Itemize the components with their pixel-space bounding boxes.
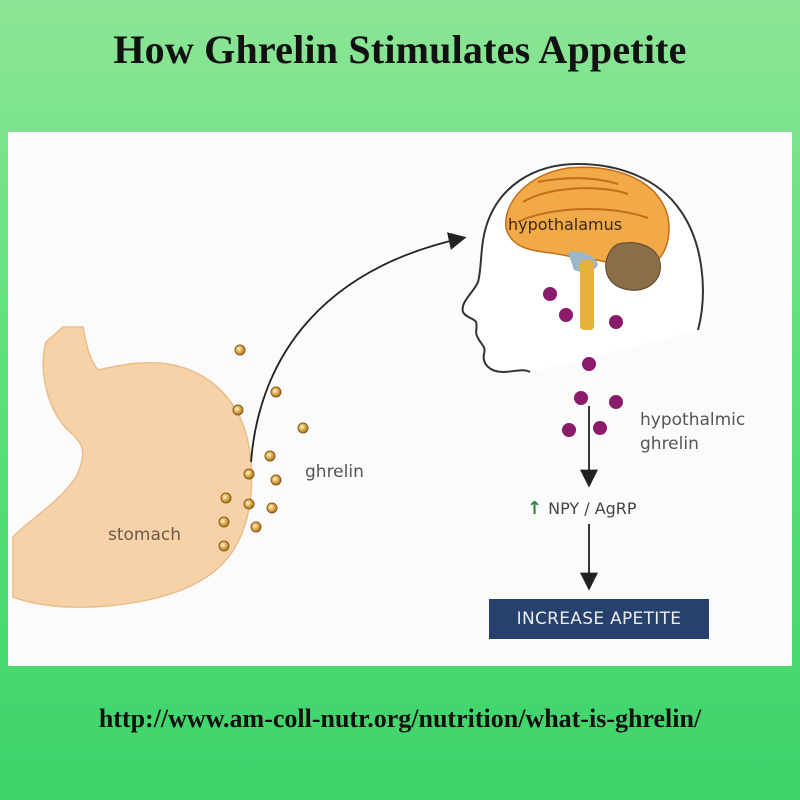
ghrelin-dot <box>243 498 255 510</box>
ghrelin-dot <box>218 540 230 552</box>
page-title: How Ghrelin Stimulates Appetite <box>113 27 687 72</box>
ghrelin-dot <box>243 468 255 480</box>
ghrelin-dot <box>250 521 262 533</box>
stomach-label: stomach <box>108 525 182 545</box>
diagram-canvas <box>12 162 704 608</box>
hypothalamus-label: hypothalamus <box>508 215 623 234</box>
ghrelin-dot <box>218 516 230 528</box>
ghrelin-dots <box>218 344 309 552</box>
ghrelin-dot <box>264 450 276 462</box>
ghrelin-dot <box>270 474 282 486</box>
ghrelin-dot <box>234 344 246 356</box>
npy-agrp-label: ↑ NPY / AgRP <box>527 498 637 519</box>
stomach-shape <box>12 326 253 608</box>
hypothalamic-dot <box>574 391 588 405</box>
hypothalamic-dot <box>562 423 576 437</box>
ghrelin-dot <box>232 404 244 416</box>
hypothalamic-ghrelin-label: hypothalmic ghrelin <box>640 408 745 456</box>
hypothalamic-dot <box>543 287 557 301</box>
increase-appetite-box: INCREASE APETITE <box>489 599 709 639</box>
ghrelin-dot <box>270 386 282 398</box>
hypothalamic-dot <box>559 308 573 322</box>
hypothalamic-ghrelin-label-line2: ghrelin <box>640 434 699 454</box>
circulation-arrow <box>250 232 467 463</box>
ghrelin-dot <box>220 492 232 504</box>
diagram-panel: hypothalamus stomach ghrelin hypothalmic… <box>8 132 792 666</box>
hypothalamic-dot <box>593 421 607 435</box>
hypothalamic-ghrelin-dots <box>543 287 623 437</box>
ghrelin-dot <box>266 502 278 514</box>
hypothalamic-ghrelin-label-line1: hypothalmic <box>640 410 746 430</box>
source-url[interactable]: http://www.am-coll-nutr.org/nutrition/wh… <box>98 704 702 733</box>
ghrelin-label: ghrelin <box>305 462 364 482</box>
ghrelin-dot <box>297 422 309 434</box>
hypothalamic-dot <box>582 357 596 371</box>
brain-illustration <box>505 166 670 330</box>
npy-agrp-text: NPY / AgRP <box>548 499 637 518</box>
hypothalamic-dot <box>609 315 623 329</box>
up-arrow-icon: ↑ <box>527 498 543 519</box>
hypothalamic-dot <box>609 395 623 409</box>
